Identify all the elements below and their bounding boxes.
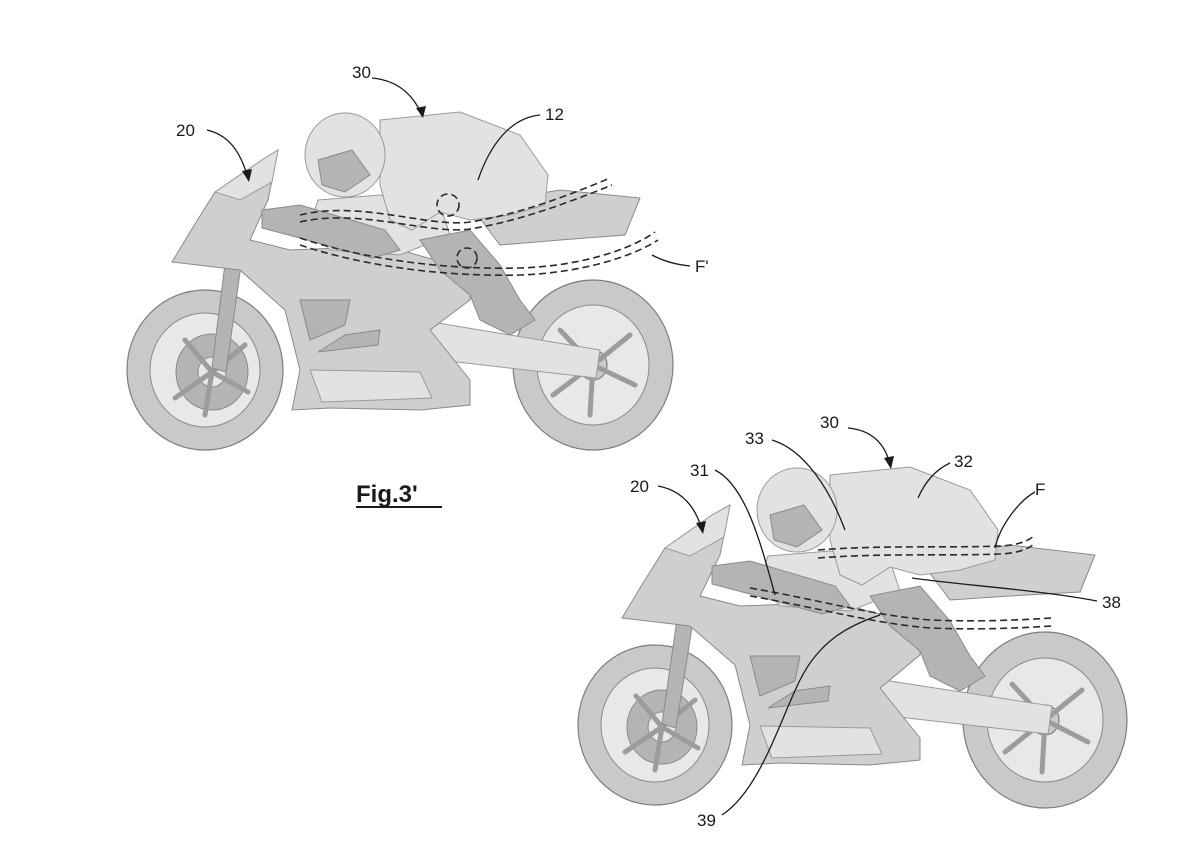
bottom-flow-line-lower-2 (749, 595, 1053, 630)
bottom-flow-line-lower (749, 587, 1053, 622)
top-rider-leader (371, 77, 423, 116)
top-fairing-leader (206, 129, 249, 179)
top-fairing-vents (299, 299, 381, 353)
bottom-belly-pan (759, 725, 883, 759)
bottom-label-fairing: 20 (630, 477, 649, 496)
bottom-fairing-arrowhead (696, 521, 706, 534)
top-rider-arm (261, 204, 401, 259)
top-flow-leader (651, 254, 691, 267)
bottom-label-lower-region: 39 (697, 811, 716, 830)
bottom-windscreen (663, 504, 731, 557)
bottom-label-rider: 30 (820, 413, 839, 432)
top-helmet-visor (317, 149, 371, 193)
bottom-flow-line-upper (817, 534, 1036, 551)
top-flow-line-upper-2 (299, 184, 613, 231)
bottom-flow-line-upper-2 (817, 542, 1036, 559)
bottom-label-arm: 31 (690, 461, 709, 480)
bottom-fairing-vents (749, 655, 831, 709)
bottom-flow-leader (994, 491, 1036, 549)
bottom-lower-leader (721, 614, 881, 816)
top-belly-pan (309, 369, 433, 403)
top-front-wheel (126, 289, 284, 451)
bottom-helmet-leader (771, 439, 846, 531)
bottom-label-helmet: 33 (745, 429, 764, 448)
figure-caption: Fig.3' (356, 481, 418, 508)
bottom-label-seat-region: 38 (1102, 593, 1121, 612)
top-motorcycle-illustration (126, 111, 674, 451)
top-flow-line-upper (299, 177, 611, 224)
top-flow-marker-lower (456, 247, 478, 269)
bottom-back-leader (917, 462, 951, 499)
bottom-front-wheel (577, 644, 733, 806)
top-label-rider: 30 (352, 63, 371, 82)
top-rider-arrowhead (416, 106, 426, 118)
bottom-label-flow: F (1035, 480, 1045, 499)
bottom-rider-leg (869, 585, 986, 692)
top-label-torso-region: 12 (545, 105, 564, 124)
top-flow-line-lower-2 (299, 239, 659, 277)
top-torso-leader (477, 114, 541, 181)
bottom-label-back: 32 (954, 452, 973, 471)
top-label-flow: F' (695, 257, 709, 276)
top-label-fairing: 20 (176, 121, 195, 140)
top-flow-marker-upper (436, 193, 460, 217)
top-rider-leg (419, 229, 536, 336)
top-flow-line-lower (299, 231, 656, 270)
bottom-helmet-visor (769, 504, 823, 548)
top-fairing-arrowhead (242, 169, 252, 182)
bottom-seat-leader (911, 577, 1098, 602)
bottom-fairing-leader (657, 485, 703, 531)
bottom-motorcycle-illustration (577, 466, 1128, 809)
bottom-rider-leader (847, 427, 891, 466)
bottom-arm-leader (714, 469, 776, 596)
bottom-rider-arrowhead (884, 456, 894, 469)
